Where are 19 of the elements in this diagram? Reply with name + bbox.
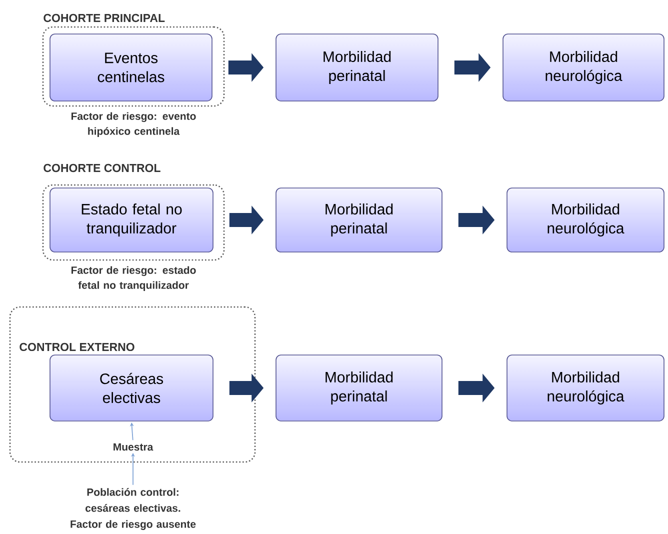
risk-factor-caption: Factor de riesgo: evento hipóxico centinela <box>72 112 196 137</box>
note-text: Población control: cesáreas electivas. Factor de riesgo ausente <box>70 488 196 530</box>
dotted-frame <box>9 306 256 463</box>
process-box: Eventos centinelas <box>50 34 212 102</box>
group-heading: CONTROL EXTERNO <box>20 342 134 352</box>
risk-factor-caption: Factor de riesgo: estado fetal no tranquilizador <box>72 266 196 291</box>
process-box: Morbilidad neurológica <box>502 34 664 102</box>
note-text: Muestra <box>114 443 154 451</box>
process-box: Morbilidad neurológica <box>506 354 664 422</box>
process-box: Morbilidad perinatal <box>276 188 442 252</box>
process-box: Cesáreas electivas <box>50 354 214 422</box>
process-box: Morbilidad perinatal <box>276 34 438 102</box>
group-heading: COHORTE PRINCIPAL <box>44 14 165 22</box>
process-box: Morbilidad neurológica <box>506 188 664 252</box>
dotted-frame <box>42 14 225 107</box>
process-box: Morbilidad perinatal <box>276 354 442 422</box>
dotted-frame <box>42 164 225 261</box>
group-heading: COHORTE CONTROL <box>44 164 160 172</box>
process-box: Estado fetal no tranquilizador <box>50 188 214 252</box>
